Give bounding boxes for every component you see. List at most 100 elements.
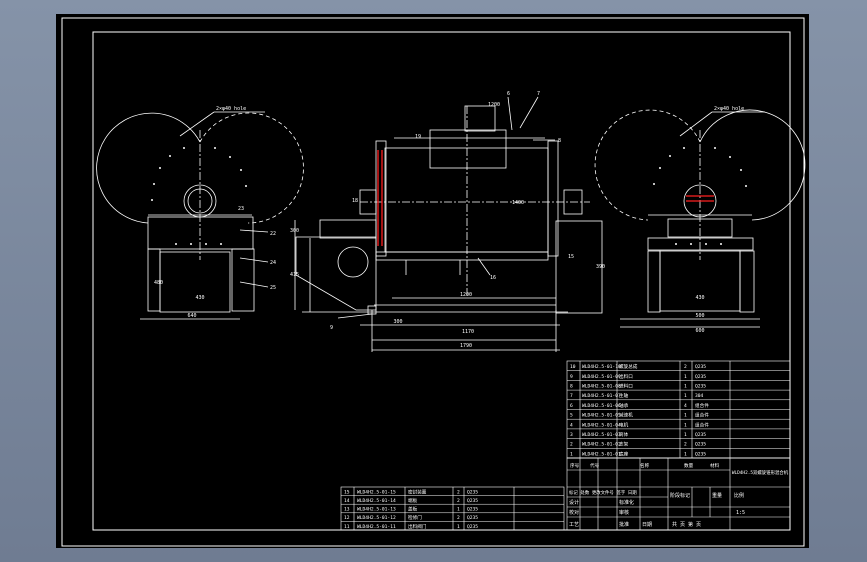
parts-row-qty: 1 (684, 451, 687, 457)
front-view (294, 96, 603, 352)
lower-row-material: Q235 (467, 498, 478, 504)
parts-row-name: 轴承 (619, 402, 629, 409)
tb-row-3: 审核 (619, 509, 629, 516)
parts-row-material: Q235 (695, 442, 706, 448)
parts-row-no: 3 (570, 432, 573, 438)
parts-row-name: 底座 (619, 450, 629, 457)
drawing-sheet (56, 14, 809, 548)
parts-header-no: 序号 (570, 462, 580, 469)
parts-row-code: WLD4H2.5-01-06 (582, 403, 621, 409)
lower-row-qty: 2 (457, 489, 460, 495)
lower-row-qty: 2 (457, 498, 460, 504)
tb-scale: 1:5 (736, 510, 745, 516)
parts-row-name: 减速机 (619, 412, 633, 419)
callout-15: 15 (568, 254, 574, 260)
front-red-flange (377, 150, 383, 246)
lower-row-name: 密封装置 (408, 488, 427, 495)
lower-row-no: 15 (344, 489, 350, 495)
parts-row-material: Q235 (695, 374, 706, 380)
parts-row-name: 出料口 (619, 373, 633, 380)
parts-row-code: WLD4H2.5-01-05 (582, 413, 621, 419)
tb-row-0: 标记 处数 更改文件号 签字 日期 (569, 489, 637, 496)
dim-right-end-width: 500 (695, 313, 704, 319)
parts-header-qty: 数量 (684, 462, 694, 469)
tb-row-5: 标准化 (619, 499, 634, 506)
lower-row-code: WLD4H2.5-01-11 (357, 524, 396, 530)
dim-front-height: 1400 (512, 200, 524, 206)
dim-right-width-outer: 430 (695, 295, 704, 301)
tb-row-7: 日期 (642, 522, 652, 528)
dim-left-side-height: 415 (290, 272, 299, 278)
lower-row-code: WLD4H2.5-01-15 (357, 489, 396, 495)
callout-7: 7 (537, 91, 540, 97)
lower-row-no: 11 (344, 524, 350, 530)
dim-left-end-height: 480 (154, 280, 163, 286)
right-red-flange (686, 195, 714, 202)
parts-row-code: WLD4H2.5-01-04 (582, 422, 621, 428)
dim-front-center: 1170 (462, 329, 474, 335)
parts-row-qty: 1 (684, 393, 687, 399)
lower-parts-table (340, 486, 565, 531)
parts-row-no: 9 (570, 374, 573, 380)
lower-row-material: Q235 (467, 507, 478, 513)
parts-row-no: 1 (570, 451, 573, 457)
lower-row-qty: 2 (457, 515, 460, 521)
parts-row-name: 支架 (619, 441, 629, 448)
lower-row-qty: 1 (457, 507, 460, 513)
title-block (566, 457, 791, 531)
lower-row-code: WLD4H2.5-01-13 (357, 507, 396, 513)
tb-row-6: 批准 (619, 521, 629, 528)
parts-header-code: 代号 (590, 462, 600, 469)
parts-row-qty: 2 (684, 364, 687, 370)
lower-row-material: Q235 (467, 489, 478, 495)
dim-left-width-outer: 640 (187, 313, 196, 319)
right-end-dots (653, 147, 747, 245)
callout-6: 6 (507, 91, 510, 97)
lower-row-name: 出料阀门 (408, 523, 427, 530)
dim-right-width-inner: 600 (695, 328, 704, 334)
parts-row-code: WLD4H2.5-01-08 (582, 384, 621, 390)
lower-row-no: 14 (344, 498, 350, 504)
parts-row-material: 304 (695, 393, 704, 399)
parts-row-material: Q235 (695, 364, 706, 370)
callout-23: 23 (238, 206, 244, 212)
parts-row-code: WLD4H2.5-01-01 (582, 451, 621, 457)
parts-row-name: 筒体 (619, 431, 629, 438)
lower-row-no: 13 (344, 507, 350, 513)
lower-row-material: Q235 (467, 515, 478, 521)
tb-row-4: 工艺 (569, 522, 579, 528)
parts-row-no: 4 (570, 422, 573, 428)
tb-right-1: 重量 (712, 492, 722, 499)
right-end-view (594, 109, 806, 328)
parts-row-no: 5 (570, 413, 573, 419)
dim-overall-length: 1790 (460, 343, 472, 349)
dim-left-width-inner: 430 (195, 295, 204, 301)
callout-19: 19 (415, 134, 421, 140)
parts-row-code: WLD4H2.5-01-03 (582, 432, 621, 438)
parts-row-qty: 1 (684, 413, 687, 419)
parts-row-no: 6 (570, 403, 573, 409)
parts-row-code: WLD4H2.5-01-09 (582, 374, 621, 380)
flange-note-left: 2×φ40 hole (216, 106, 246, 112)
left-end-view (96, 111, 304, 320)
callout-24: 24 (270, 260, 276, 266)
callout-25: 25 (270, 285, 276, 291)
parts-row-name: 主轴 (619, 392, 629, 399)
tb-right-2: 比例 (734, 492, 744, 499)
parts-row-no: 7 (570, 393, 573, 399)
dim-inner-length: 1200 (460, 292, 472, 298)
callout-8: 8 (558, 138, 561, 144)
parts-row-material: Q235 (695, 432, 706, 438)
parts-row-qty: 1 (684, 384, 687, 390)
lower-row-code: WLD4H2.5-01-14 (357, 498, 396, 504)
lower-row-no: 12 (344, 515, 350, 521)
callout-9: 9 (330, 325, 333, 331)
drawing-title: WLD4H2.5双螺旋锥形混合机 (732, 469, 789, 476)
dim-top-width: 1200 (488, 102, 500, 108)
lower-row-qty: 1 (457, 524, 460, 530)
tb-row-2: 校对 (569, 509, 579, 516)
parts-row-no: 2 (570, 442, 573, 448)
